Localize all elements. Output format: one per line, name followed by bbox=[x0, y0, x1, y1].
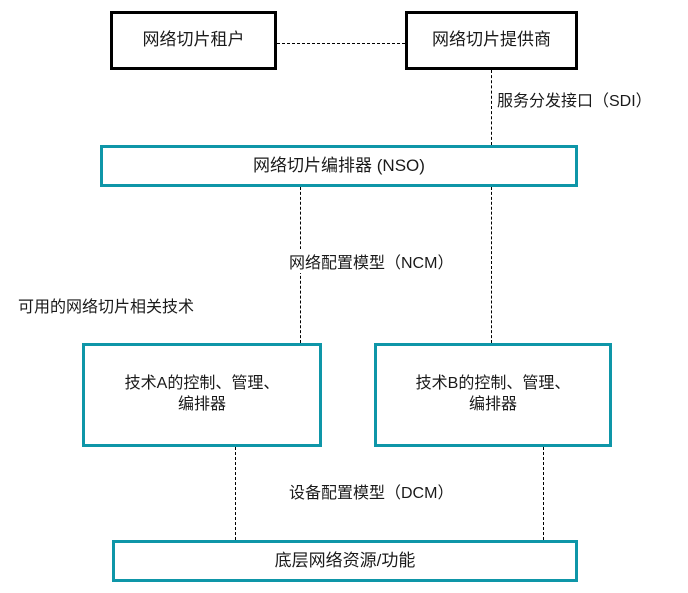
connector-tenant-to-provider bbox=[277, 43, 405, 44]
connector-nso-to-tech-b bbox=[491, 187, 492, 343]
annotation-available-technologies: 可用的网络切片相关技术 bbox=[18, 299, 195, 316]
node-label: 网络切片租户 bbox=[142, 30, 245, 50]
connector-tech-b-to-underlay bbox=[543, 447, 544, 540]
edge-label-dcm: 设备配置模型（DCM） bbox=[285, 479, 458, 503]
node-network-slice-orchestrator[interactable]: 网络切片编排器 (NSO) bbox=[100, 145, 578, 187]
node-underlying-network-resources[interactable]: 底层网络资源/功能 bbox=[112, 540, 578, 582]
node-network-slice-provider[interactable]: 网络切片提供商 bbox=[405, 11, 578, 70]
node-label: 技术A的控制、管理、 编排器 bbox=[124, 375, 280, 413]
node-label: 网络切片编排器 (NSO) bbox=[253, 155, 425, 175]
edge-label-ncm: 网络配置模型（NCM） bbox=[285, 249, 458, 273]
node-label: 底层网络资源/功能 bbox=[274, 550, 416, 570]
node-technology-b-controller[interactable]: 技术B的控制、管理、 编排器 bbox=[374, 343, 612, 447]
edge-label-sdi: 服务分发接口（SDI） bbox=[497, 93, 652, 110]
node-network-slice-tenant[interactable]: 网络切片租户 bbox=[110, 11, 277, 70]
node-label: 技术B的控制、管理、 编排器 bbox=[415, 375, 571, 413]
connector-provider-to-nso bbox=[491, 70, 492, 145]
node-label: 网络切片提供商 bbox=[432, 30, 551, 50]
node-technology-a-controller[interactable]: 技术A的控制、管理、 编排器 bbox=[82, 343, 322, 447]
connector-tech-a-to-underlay bbox=[235, 447, 236, 540]
